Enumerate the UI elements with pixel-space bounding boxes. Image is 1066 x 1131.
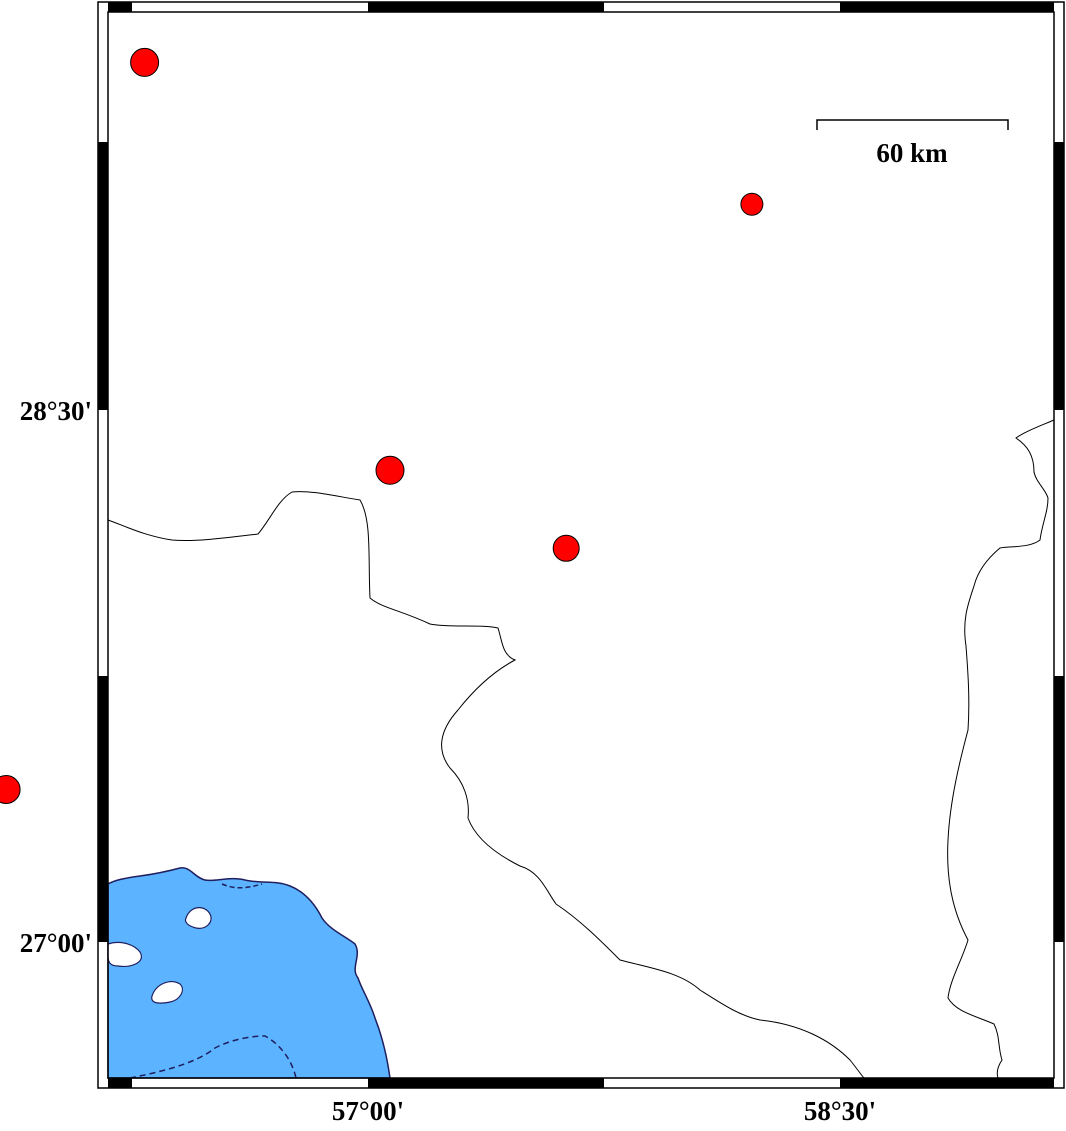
- frame-bar-left-2: [98, 142, 108, 410]
- event-4-marker: [552, 534, 580, 562]
- events-layer: [0, 47, 764, 804]
- frame-ticks: [98, 2, 1064, 1088]
- water-body: [107, 867, 391, 1079]
- maritime-boundary-coastal: [221, 883, 263, 889]
- island-3: [151, 981, 183, 1004]
- frame-bar-left-3: [98, 676, 108, 942]
- frame-bar-right-2: [1054, 142, 1064, 410]
- maritime-boundary: [129, 1035, 297, 1079]
- frame-bar-top-1: [108, 2, 132, 12]
- event-2-marker: [740, 192, 764, 216]
- map-frame: [97, 1, 1065, 1089]
- lon-label-right: 58°30': [804, 1096, 876, 1126]
- event-5-marker: [0, 775, 21, 804]
- lon-label-left: 57°00': [332, 1096, 404, 1126]
- scale-bar-line: [816, 119, 1009, 130]
- event-3-marker: [375, 455, 405, 485]
- frame-bar-top-3: [840, 2, 1054, 12]
- scale-bar-label: 60 km: [876, 138, 948, 168]
- province-border-east: [947, 419, 1055, 1079]
- lat-label-top: 28°30': [20, 396, 92, 426]
- frame-bar-bottom-2: [368, 1078, 604, 1088]
- frame-bar-right-3: [1054, 676, 1064, 942]
- island-2: [107, 941, 142, 967]
- frame-bar-bottom-1: [108, 1078, 132, 1088]
- scale-bar: 60 km: [816, 119, 1009, 168]
- frame-bar-bottom-3: [840, 1078, 1054, 1088]
- island-1: [184, 907, 212, 929]
- province-border-west: [107, 491, 865, 1079]
- lat-label-bottom: 27°00': [20, 928, 92, 958]
- frame-bar-top-2: [368, 2, 604, 12]
- event-1-marker: [130, 47, 160, 77]
